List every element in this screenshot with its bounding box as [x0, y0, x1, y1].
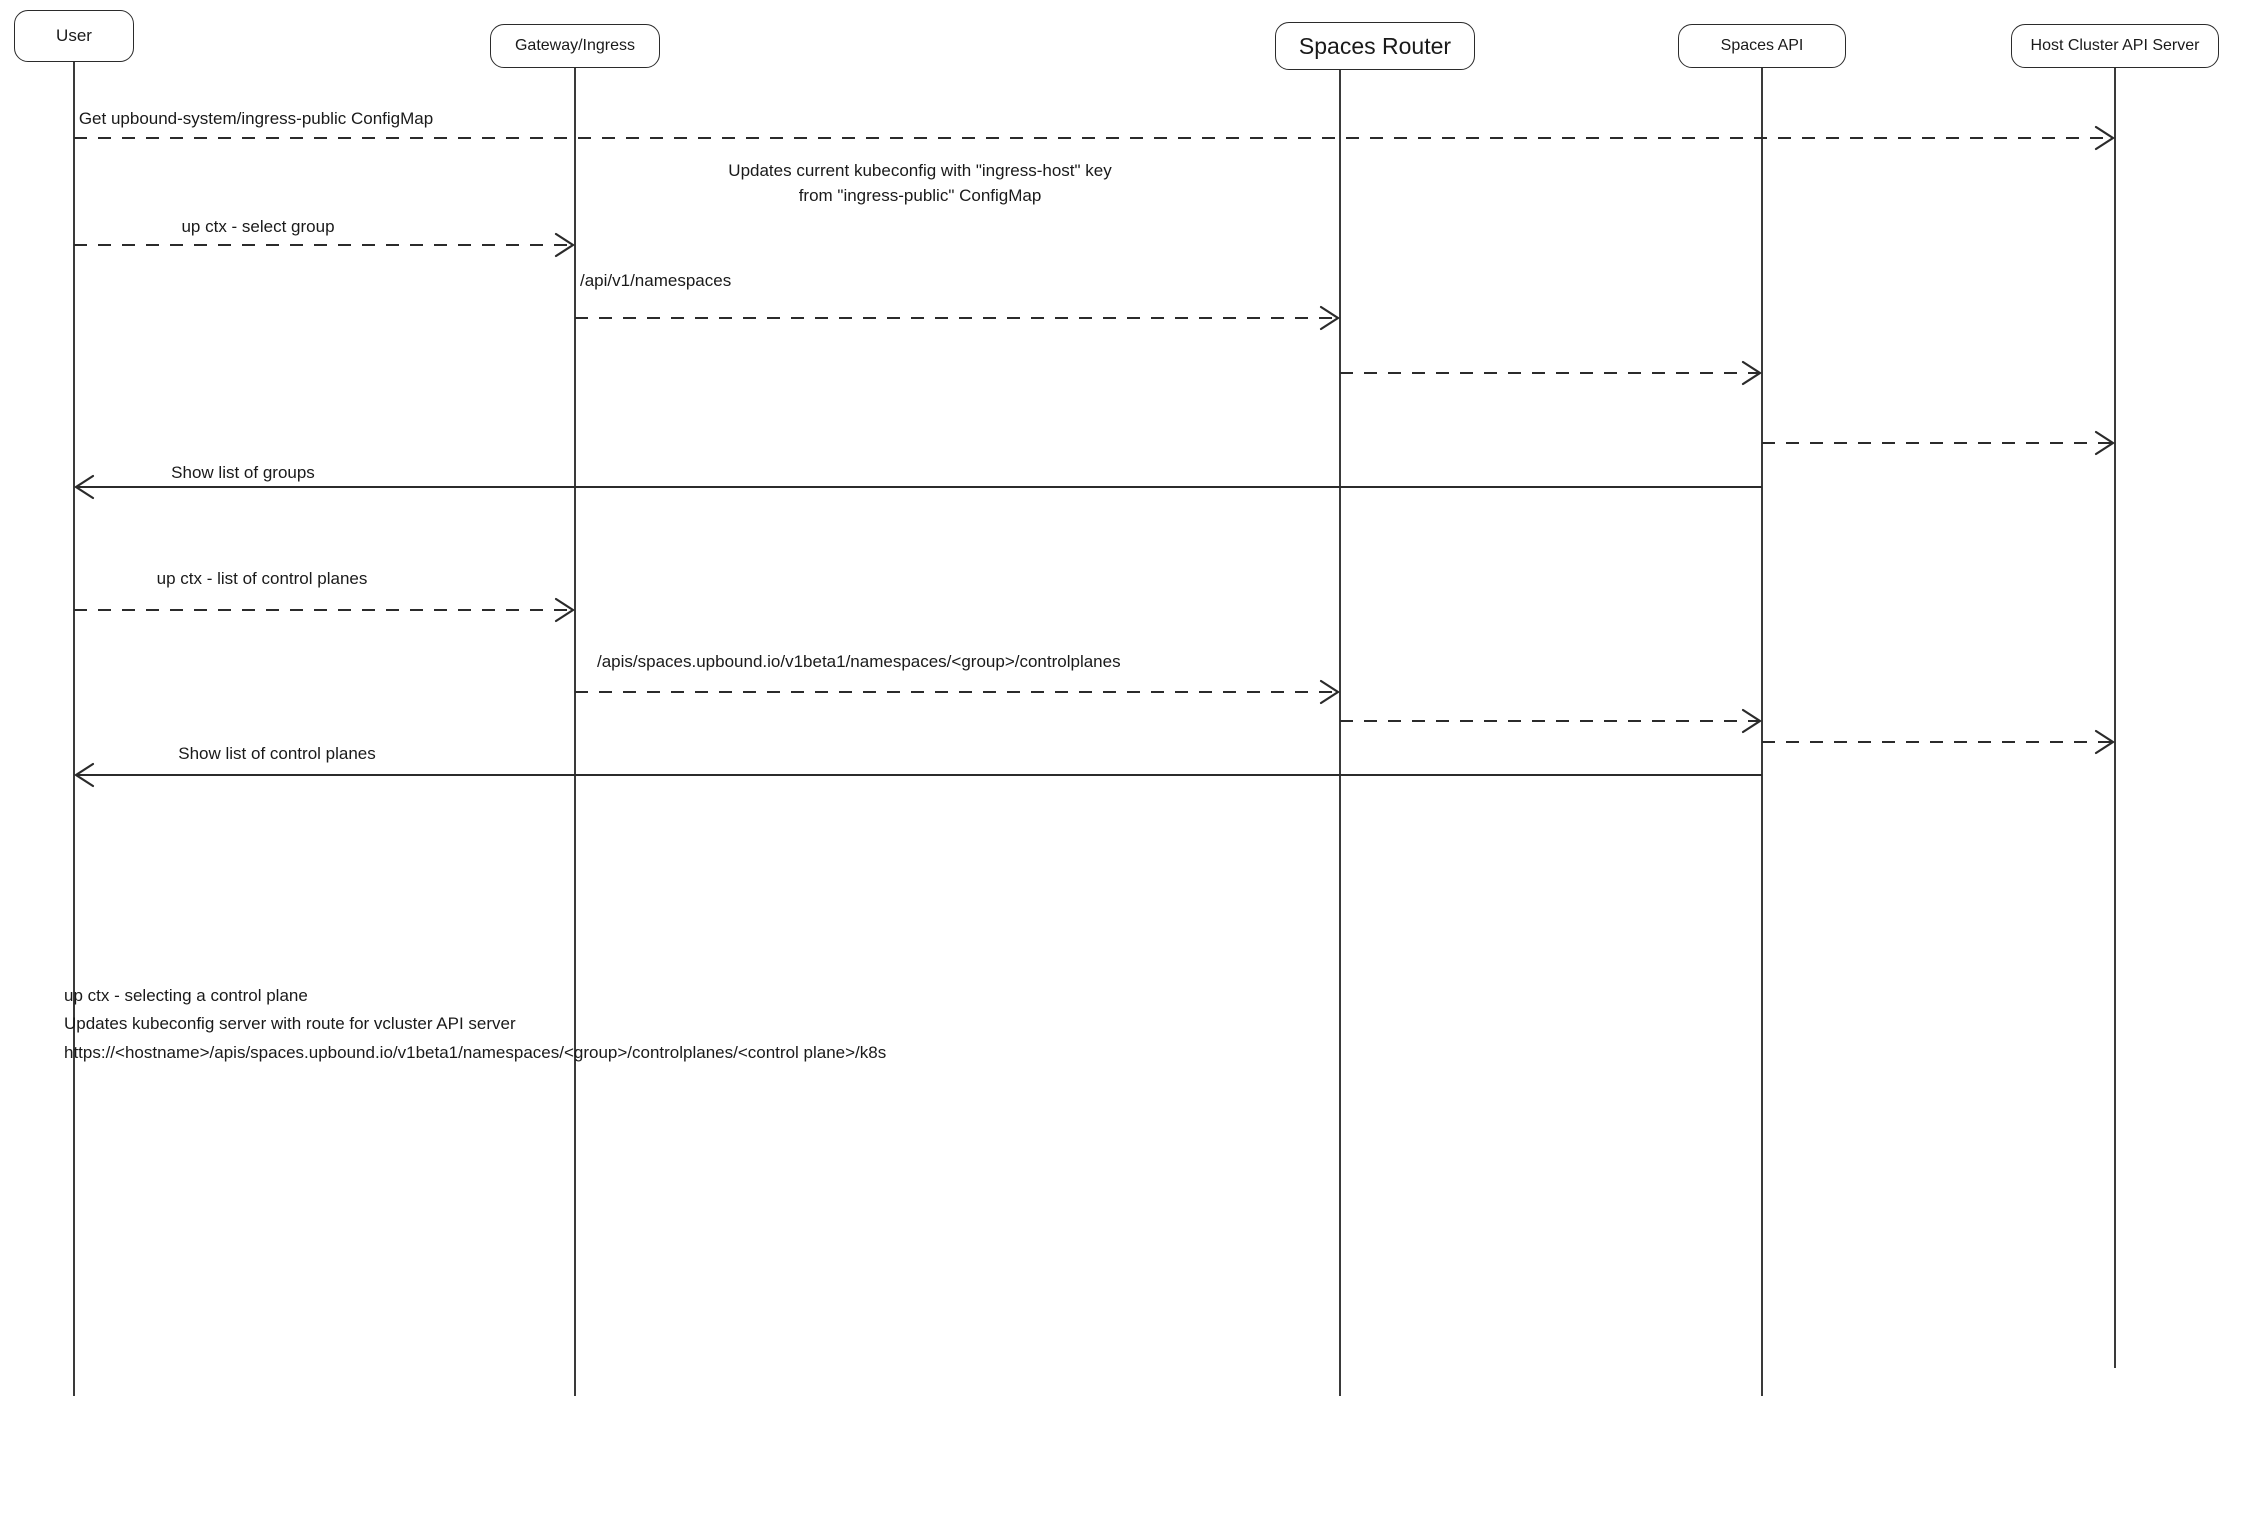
- arrowhead-m8: [554, 597, 576, 623]
- arrowhead-m4: [1319, 305, 1341, 331]
- footer-note-3: https://<hostname>/apis/spaces.upbound.i…: [64, 1043, 887, 1062]
- message-arrow-m8: [74, 597, 576, 623]
- arrowhead-m10: [1741, 708, 1763, 734]
- message-label-m12: Show list of control planes: [178, 744, 376, 763]
- arrowhead-m5: [1741, 360, 1763, 386]
- participant-label-spaces-router: Spaces Router: [1298, 32, 1452, 59]
- arrowhead-m6: [2094, 430, 2116, 456]
- messages-layer: [73, 125, 2116, 788]
- arrowhead-m9: [1319, 679, 1341, 705]
- participant-box-user[interactable]: User: [14, 10, 134, 62]
- participant-box-spaces-router[interactable]: Spaces Router: [1275, 22, 1475, 70]
- participant-label-gateway: Gateway/Ingress: [514, 36, 636, 54]
- arrowhead-m12: [73, 762, 95, 788]
- participant-label-user: User: [56, 26, 92, 46]
- message-label-m4: /api/v1/namespaces: [580, 271, 732, 290]
- participant-box-host-cluster-api[interactable]: Host Cluster API Server: [2011, 24, 2219, 68]
- message-arrow-m11: [1762, 729, 2116, 755]
- message-arrow-m6: [1762, 430, 2116, 456]
- arrowhead-m11: [2094, 729, 2116, 755]
- footer-note-2: Updates kubeconfig server with route for…: [64, 1014, 516, 1033]
- participant-box-gateway[interactable]: Gateway/Ingress: [490, 24, 660, 68]
- message-arrow-m7: [73, 474, 1762, 500]
- lifelines-layer: [73, 62, 2116, 1396]
- arrowhead-m3: [554, 232, 576, 258]
- message-arrow-m5: [1340, 360, 1763, 386]
- message-label-m2: Updates current kubeconfig with "ingress…: [728, 161, 1112, 205]
- participant-box-spaces-api[interactable]: Spaces API: [1678, 24, 1846, 68]
- message-label-m8: up ctx - list of control planes: [156, 569, 368, 588]
- message-arrow-m9: [575, 679, 1341, 705]
- participant-label-host-cluster-api: Host Cluster API Server: [2030, 36, 2200, 54]
- participant-label-spaces-api: Spaces API: [1720, 36, 1804, 54]
- message-label-m9: /apis/spaces.upbound.io/v1beta1/namespac…: [597, 652, 1121, 671]
- message-label-m7: Show list of groups: [171, 463, 315, 482]
- footer-note-1: up ctx - selecting a control plane: [64, 986, 308, 1005]
- message-arrow-m3: [74, 232, 576, 258]
- message-arrow-m4: [575, 305, 1341, 331]
- arrowhead-m1: [2094, 125, 2116, 151]
- message-label-m3: up ctx - select group: [181, 217, 335, 236]
- message-label-m1: Get upbound-system/ingress-public Config…: [78, 109, 434, 128]
- arrowhead-m7: [73, 474, 95, 500]
- message-arrow-m10: [1340, 708, 1763, 734]
- message-arrow-m1: [74, 125, 2116, 151]
- message-arrow-m12: [73, 762, 1762, 788]
